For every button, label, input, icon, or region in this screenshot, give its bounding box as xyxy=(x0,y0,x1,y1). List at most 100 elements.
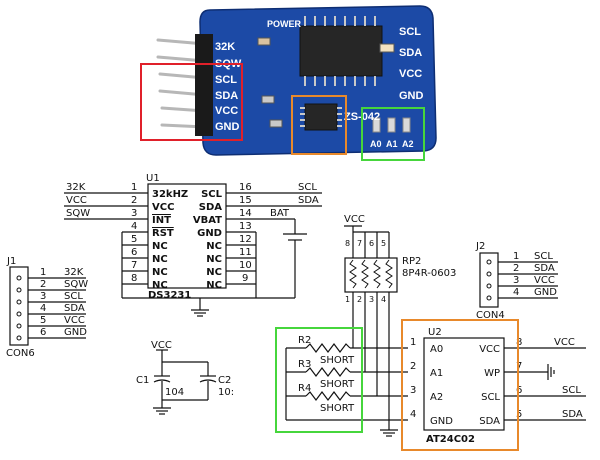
j1-con6: J1 1 2 3 4 5 6 32K SQW SCL SDA VCC xyxy=(6,256,88,359)
svg-text:A2: A2 xyxy=(402,139,414,149)
svg-text:8: 8 xyxy=(131,273,137,284)
board-left-pin-labels: 32K SQW SCL SDA VCC GND xyxy=(215,41,242,133)
svg-text:NC: NC xyxy=(152,280,168,291)
svg-text:1: 1 xyxy=(410,337,416,348)
svg-text:5: 5 xyxy=(381,239,386,248)
caps-vcc-label: VCC xyxy=(151,340,172,351)
svg-text:1: 1 xyxy=(513,251,519,262)
svg-text:NC: NC xyxy=(152,241,168,252)
svg-text:3: 3 xyxy=(513,275,519,286)
svg-text:2: 2 xyxy=(40,279,46,290)
svg-text:9: 9 xyxy=(242,273,248,284)
capacitors-c1-c2: VCC C1 104 C2 10: xyxy=(136,340,234,415)
svg-text:SCL: SCL xyxy=(298,182,317,193)
battery-symbol xyxy=(122,219,307,299)
power-label: POWER xyxy=(267,19,302,29)
svg-text:SQW: SQW xyxy=(66,208,90,219)
svg-text:2: 2 xyxy=(513,263,519,274)
svg-text:SDA: SDA xyxy=(298,195,319,206)
rp2-ref: RP2 xyxy=(402,256,421,267)
svg-text:32K: 32K xyxy=(64,267,84,278)
rp2-top-pin-numbers: 8 7 6 5 xyxy=(345,239,386,248)
svg-text:NC: NC xyxy=(206,241,222,252)
svg-text:SDA: SDA xyxy=(479,416,500,427)
svg-text:NC: NC xyxy=(152,267,168,278)
svg-text:VCC: VCC xyxy=(64,315,85,326)
svg-text:VCC: VCC xyxy=(215,105,238,117)
u1-right-nets: SCL SDA BAT xyxy=(270,182,319,219)
svg-text:15: 15 xyxy=(239,195,252,206)
highlight-box-orange-eeprom-schematic xyxy=(401,319,519,451)
svg-text:WP: WP xyxy=(484,368,500,379)
svg-text:6: 6 xyxy=(40,327,46,338)
highlight-box-green-address xyxy=(361,107,425,161)
svg-text:NC: NC xyxy=(152,254,168,265)
svg-text:GND: GND xyxy=(197,228,222,239)
svg-text:5: 5 xyxy=(131,234,137,245)
svg-text:32kHZ: 32kHZ xyxy=(152,189,188,200)
svg-text:SCL: SCL xyxy=(481,392,500,403)
svg-text:VCC: VCC xyxy=(66,195,87,206)
svg-text:2: 2 xyxy=(410,361,416,372)
svg-text:7: 7 xyxy=(131,260,137,271)
svg-text:3: 3 xyxy=(40,291,46,302)
svg-text:SDA: SDA xyxy=(64,303,85,314)
svg-text:13: 13 xyxy=(239,221,252,232)
svg-text:GND: GND xyxy=(430,416,453,427)
c2-ref: C2 xyxy=(218,375,231,386)
svg-text:GND: GND xyxy=(534,287,557,298)
u2-right-pin-numbers: 8 7 6 5 xyxy=(516,337,522,420)
highlight-box-red-header xyxy=(140,63,243,141)
j1-pin-numbers: 1 2 3 4 5 6 xyxy=(40,267,46,338)
svg-text:SQW: SQW xyxy=(64,279,88,290)
j2-nets: SCL SDA VCC GND xyxy=(534,251,557,298)
svg-text:VCC: VCC xyxy=(152,202,174,213)
svg-text:GND: GND xyxy=(64,327,87,338)
eeprom-chip xyxy=(304,103,338,131)
j1-ref: J1 xyxy=(6,256,16,267)
svg-text:SCL: SCL xyxy=(399,26,421,38)
svg-text:7: 7 xyxy=(357,239,362,248)
svg-text:5: 5 xyxy=(516,409,522,420)
address-resistors: R2 R3 R4 SHORT SHORT SHORT xyxy=(285,335,408,421)
svg-text:SCL: SCL xyxy=(534,251,553,262)
svg-text:SDA: SDA xyxy=(215,90,238,102)
svg-text:14: 14 xyxy=(239,208,252,219)
r3-value: SHORT xyxy=(320,379,355,390)
svg-text:INT: INT xyxy=(152,215,171,226)
svg-text:VCC: VCC xyxy=(554,337,575,348)
module-board-photo: POWER ZS-042 32K SQW SCL SDA VCC GND SCL… xyxy=(140,5,437,161)
svg-text:A0: A0 xyxy=(430,344,443,355)
u1-ref: U1 xyxy=(146,173,160,184)
ground-symbol-address xyxy=(380,420,398,437)
svg-text:A2: A2 xyxy=(430,392,443,403)
u1-body xyxy=(147,183,227,289)
svg-text:7: 7 xyxy=(516,361,522,372)
u2-ref: U2 xyxy=(428,327,442,338)
rp2-resistor-pack: VCC 8 7 6 5 1 2 3 4 RP2 xyxy=(344,214,456,420)
svg-text:8: 8 xyxy=(516,337,522,348)
j2-part: CON4 xyxy=(476,310,505,321)
svg-text:32K: 32K xyxy=(66,182,86,193)
svg-text:8: 8 xyxy=(345,239,350,248)
svg-text:3: 3 xyxy=(369,295,374,304)
u1-left-nets: 32K VCC SQW xyxy=(66,182,90,219)
svg-text:5: 5 xyxy=(40,315,46,326)
u2-part: AT24C02 xyxy=(426,434,475,445)
svg-text:4: 4 xyxy=(40,303,46,314)
u1-part: DS3231 xyxy=(148,290,191,301)
u1-right-pin-names: SCL SDA VBAT GND NC NC NC NC xyxy=(193,189,223,291)
rp2-part: 8P4R-0603 xyxy=(402,268,456,279)
svg-text:3: 3 xyxy=(410,385,416,396)
ground-symbol-u1 xyxy=(191,298,209,317)
u1-left-pin-names: 32kHZ VCC INT RST NC NC NC NC xyxy=(152,189,188,291)
u2-at24c02: U2 1 2 3 4 A0 A1 A2 GND VCC WP SCL SDA 8 xyxy=(410,327,586,445)
svg-text:VBAT: VBAT xyxy=(193,215,222,226)
svg-text:4: 4 xyxy=(513,287,519,298)
svg-text:6: 6 xyxy=(131,247,137,258)
svg-text:SDA: SDA xyxy=(399,47,422,59)
u2-right-pin-names: VCC WP SCL SDA xyxy=(479,344,500,427)
rp2-vcc-label: VCC xyxy=(344,214,365,225)
c1-ref: C1 xyxy=(136,375,149,386)
